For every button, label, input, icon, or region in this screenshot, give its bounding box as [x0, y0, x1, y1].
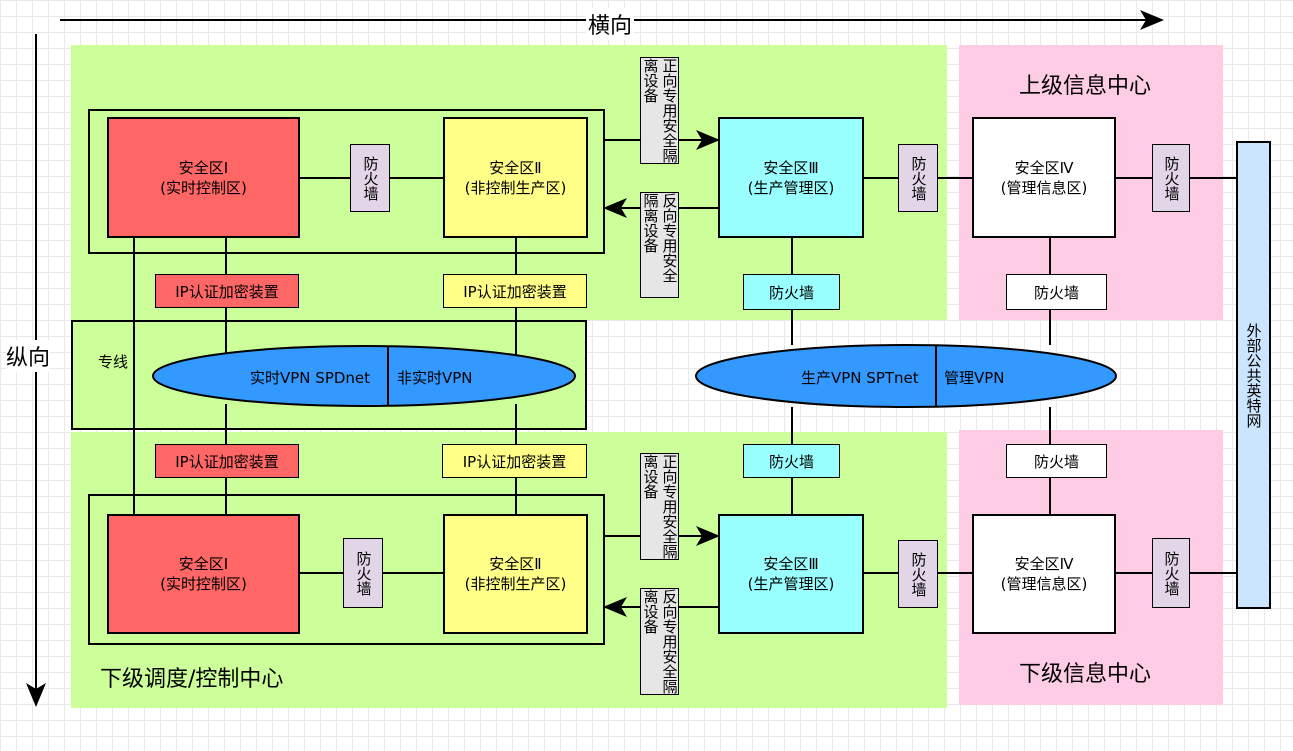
zone-desc: (非控制生产区)	[464, 178, 567, 197]
lower-zone-4: 安全区Ⅳ (管理信息区)	[972, 514, 1116, 634]
zone-name: 安全区Ⅱ	[489, 158, 542, 177]
vpn-realtime-label: 实时VPN SPDnet	[250, 369, 371, 387]
zone-name: 安全区Ⅰ	[178, 158, 229, 177]
lower-reverse-isolation: 反向专用安全隔离设备	[640, 588, 679, 695]
zone-desc: (非控制生产区)	[464, 575, 567, 593]
zone-desc: (管理信息区)	[1000, 178, 1088, 197]
lower-info-center-title: 下级信息中心	[1019, 662, 1152, 687]
vertical-axis-label: 纵向	[6, 340, 51, 372]
upper-zone-2: 安全区Ⅱ (非控制生产区)	[443, 117, 588, 238]
upper-firewall-z4-vpn: 防火墙	[1006, 274, 1107, 310]
vpn-nonrealtime-label: 非实时VPN	[397, 369, 473, 387]
zone-name: 安全区Ⅰ	[178, 555, 229, 573]
zone-name: 安全区Ⅲ	[763, 158, 819, 177]
zone-desc: (生产管理区)	[747, 575, 835, 593]
vpn-management-label: 管理VPN	[944, 369, 1005, 387]
upper-zone-4: 安全区Ⅳ (管理信息区)	[972, 117, 1116, 238]
upper-ip-device-z1: IP认证加密装置	[155, 274, 299, 308]
upper-firewall-z1-z2: 防火墙	[350, 144, 390, 212]
zone-desc: (生产管理区)	[747, 178, 835, 197]
upper-firewall-z3-vpn: 防火墙	[743, 274, 840, 310]
horizontal-axis-label: 横向	[586, 8, 635, 40]
lower-firewall-z1-z2: 防火墙	[343, 538, 383, 608]
zone-desc: (管理信息区)	[1000, 575, 1088, 593]
lower-firewall-z4-external: 防火墙	[1152, 538, 1190, 608]
lower-dispatch-title: 下级调度/控制中心	[100, 667, 284, 692]
upper-ip-device-z2: IP认证加密装置	[443, 274, 587, 308]
external-internet-box: 外部公共英特网	[1236, 141, 1271, 609]
vpn-production-label: 生产VPN SPTnet	[801, 369, 919, 387]
zone-desc: (实时控制区)	[160, 178, 247, 197]
upper-reverse-isolation: 反向专用安全隔离设备	[640, 192, 679, 298]
upper-zone-3: 安全区Ⅲ (生产管理区)	[718, 117, 864, 238]
zone-name: 安全区Ⅳ	[1014, 555, 1074, 573]
lower-control-frame	[88, 494, 605, 645]
lower-ip-device-z2: IP认证加密装置	[442, 444, 587, 478]
lower-firewall-z3-z4: 防火墙	[898, 540, 938, 608]
upper-firewall-z4-external: 防火墙	[1152, 144, 1190, 212]
lower-zone-1: 安全区Ⅰ (实时控制区)	[107, 514, 300, 634]
zone-name: 安全区Ⅳ	[1014, 158, 1074, 177]
zone-name: 安全区Ⅲ	[763, 555, 819, 573]
upper-info-center-title: 上级信息中心	[1019, 74, 1152, 99]
upper-firewall-z3-z4: 防火墙	[898, 144, 938, 212]
zone-name: 安全区Ⅱ	[489, 555, 542, 573]
upper-zone-1: 安全区Ⅰ (实时控制区)	[107, 117, 300, 238]
lower-zone-2: 安全区Ⅱ (非控制生产区)	[443, 514, 588, 634]
upper-control-frame	[88, 109, 605, 254]
dedicated-line-label: 专线	[98, 353, 129, 371]
lower-ip-device-z1: IP认证加密装置	[155, 444, 299, 478]
lower-firewall-z4-vpn: 防火墙	[1006, 444, 1107, 478]
external-internet-label: 外部公共英特网	[1244, 322, 1263, 428]
lower-zone-3: 安全区Ⅲ (生产管理区)	[718, 514, 864, 634]
upper-forward-isolation: 正向专用安全隔离设备	[640, 57, 679, 164]
zone-desc: (实时控制区)	[160, 575, 247, 593]
lower-firewall-z3-vpn: 防火墙	[743, 444, 840, 478]
lower-forward-isolation: 正向专用安全隔离设备	[640, 453, 679, 560]
